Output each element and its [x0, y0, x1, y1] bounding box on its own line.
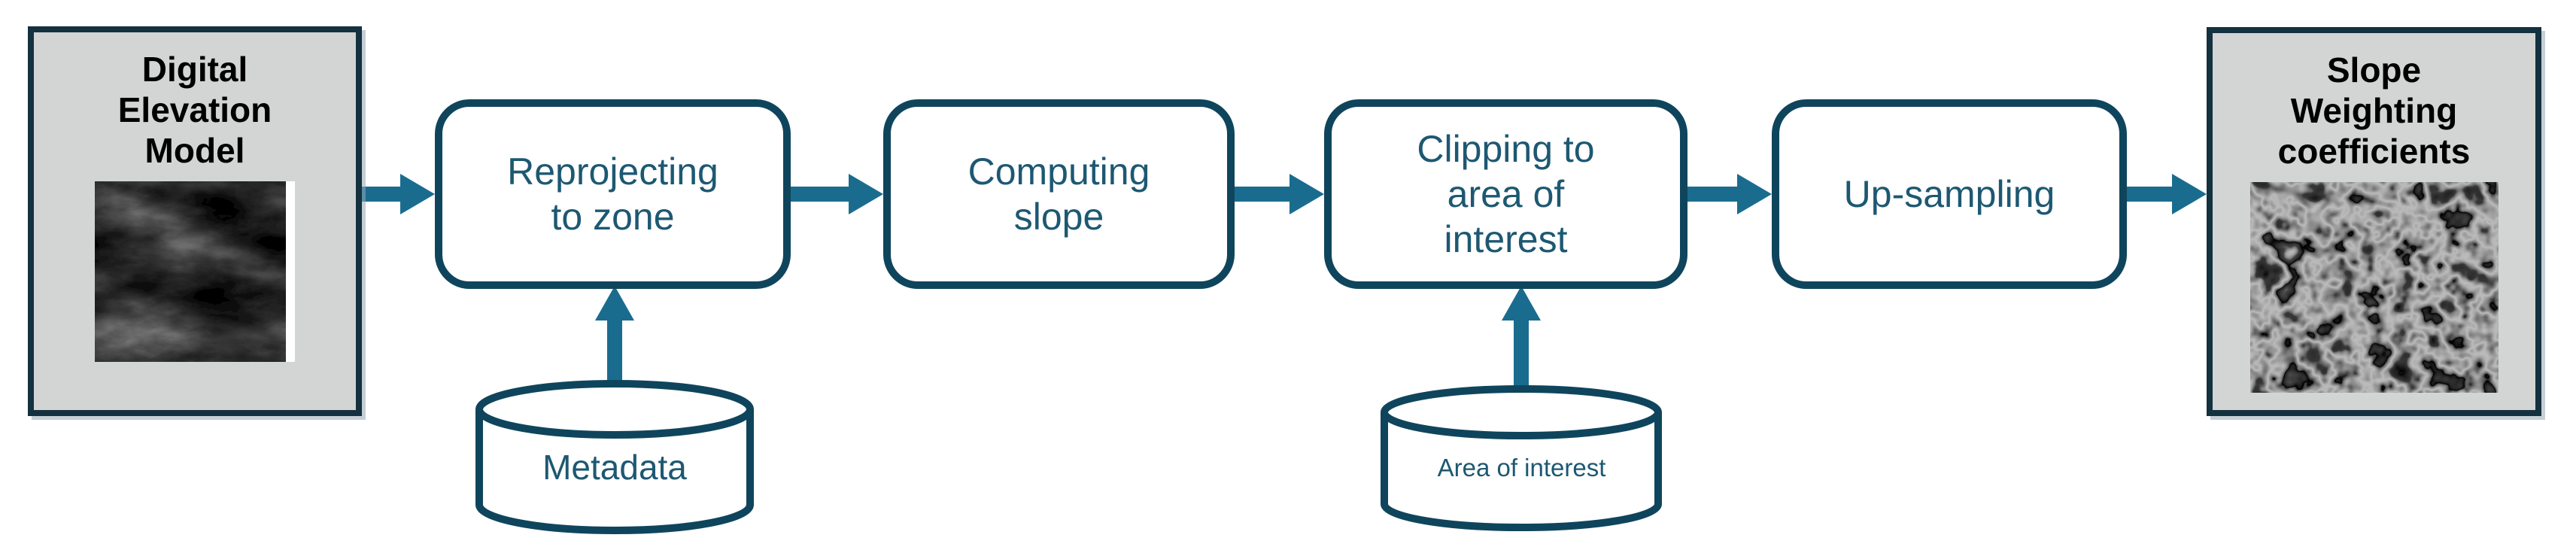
node-computing-slope-label: Computing slope: [968, 150, 1150, 238]
dem-preview-image: [95, 181, 295, 362]
node-slope-weighting-coefficients: Slope Weighting coefficients: [2207, 27, 2541, 416]
node-up-sampling-label: Up-sampling: [1843, 173, 2055, 215]
arrow-dem-to-reprojecting: [358, 174, 435, 214]
slope-texture: [2249, 182, 2499, 393]
node-computing-slope: Computing slope: [883, 99, 1235, 289]
arrow-computing-to-clipping: [1232, 174, 1324, 214]
node-digital-elevation-model-label: Digital Elevation Model: [117, 50, 272, 170]
arrow-aoi-to-clipping: [1502, 286, 1541, 396]
dem-terrain-texture: [95, 181, 295, 362]
slope-coefficients-preview-image: [2249, 182, 2499, 393]
node-slope-weighting-coefficients-label: Slope Weighting coefficients: [2277, 50, 2471, 171]
arrow-clipping-to-upsampling: [1685, 174, 1772, 214]
arrow-metadata-to-reprojecting: [595, 286, 634, 393]
node-clipping-to-area-of-interest-label: Clipping to area of interest: [1417, 128, 1595, 260]
arrow-upsampling-to-output: [2125, 174, 2207, 214]
node-reprojecting-to-zone: Reprojecting to zone: [435, 99, 791, 289]
node-clipping-to-area-of-interest: Clipping to area of interest: [1324, 99, 1687, 289]
node-digital-elevation-model: Digital Elevation Model: [28, 26, 362, 416]
datastore-area-of-interest-label: Area of interest: [1437, 454, 1606, 482]
datastore-metadata-label: Metadata: [542, 447, 687, 487]
node-up-sampling: Up-sampling: [1772, 99, 2127, 289]
arrow-reprojecting-to-computing: [788, 174, 883, 214]
database-cylinder-icon: [475, 380, 754, 534]
node-reprojecting-to-zone-label: Reprojecting to zone: [507, 150, 718, 238]
datastore-metadata: Metadata: [475, 380, 754, 534]
datastore-area-of-interest: Area of interest: [1381, 385, 1663, 531]
database-cylinder-icon: [1381, 385, 1662, 531]
